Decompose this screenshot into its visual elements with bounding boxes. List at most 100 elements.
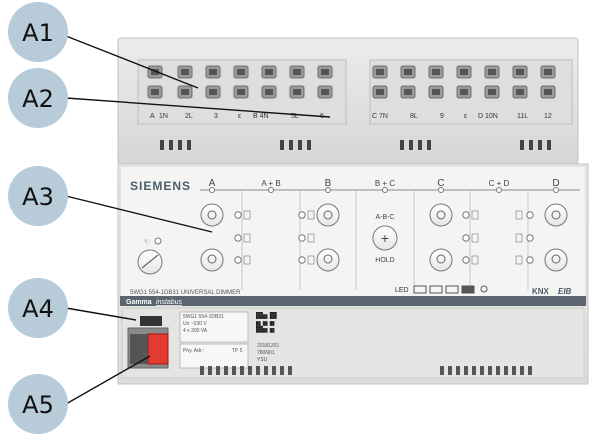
vent-slot bbox=[160, 140, 164, 150]
vent-slot bbox=[208, 366, 212, 375]
status-led bbox=[526, 211, 534, 219]
qr-code bbox=[256, 312, 277, 333]
terminal-screw-slot bbox=[151, 69, 159, 75]
qr-module bbox=[262, 323, 266, 326]
bulb-up-icon bbox=[207, 210, 217, 220]
control-buttons bbox=[200, 203, 568, 272]
qr-module bbox=[258, 323, 261, 326]
qr-module bbox=[262, 316, 266, 319]
bulb-up-icon bbox=[323, 210, 333, 220]
tp-label: TP 5 bbox=[232, 348, 243, 354]
bulb-down-icon bbox=[207, 254, 217, 264]
manual-icon bbox=[141, 254, 159, 269]
vent-slot bbox=[178, 140, 182, 150]
bus-connector-dark bbox=[130, 334, 148, 364]
vent-slot bbox=[298, 140, 302, 150]
vent-slot bbox=[538, 140, 542, 150]
status-led bbox=[526, 234, 534, 242]
callout-label-a3: A3 bbox=[22, 183, 54, 211]
dim-down-button[interactable] bbox=[544, 248, 568, 272]
qr-module bbox=[269, 330, 273, 333]
phy-address-label: Phy. Adr.: bbox=[183, 348, 204, 354]
terminal-screw-slot bbox=[460, 69, 468, 75]
vent-slot bbox=[240, 366, 244, 375]
terminal-screw-slot bbox=[181, 69, 189, 75]
vent-slot bbox=[272, 366, 276, 375]
vent-slot bbox=[418, 140, 422, 150]
status-led bbox=[462, 234, 470, 242]
vent-slot bbox=[280, 366, 284, 375]
dim-up-button[interactable] bbox=[316, 203, 340, 227]
dim-up-button[interactable] bbox=[200, 203, 224, 227]
brand-logo: SIEMENS bbox=[130, 179, 191, 193]
channel-label-c: C bbox=[437, 178, 444, 189]
terminal-screw-slot bbox=[237, 89, 245, 95]
vent-slot bbox=[547, 140, 551, 150]
terminal-screw-slot bbox=[237, 69, 245, 75]
bulb-down-icon bbox=[436, 254, 446, 264]
qr-module bbox=[269, 328, 273, 331]
qr-module bbox=[272, 321, 275, 324]
callout-a3: A3 bbox=[8, 166, 68, 226]
status-led bbox=[234, 211, 242, 219]
vent-slot bbox=[216, 366, 220, 375]
vent-slot bbox=[448, 366, 452, 375]
vent-slot bbox=[289, 140, 293, 150]
terminal-label-a: A bbox=[150, 113, 155, 120]
status-led-symbol-icon bbox=[307, 233, 315, 243]
qr-module bbox=[272, 330, 275, 333]
terminal-label: 12 bbox=[544, 113, 552, 120]
dim-down-button[interactable] bbox=[200, 248, 224, 272]
vent-slot bbox=[187, 140, 191, 150]
terminal-screw-slot bbox=[265, 89, 273, 95]
callout-line-a3 bbox=[65, 195, 213, 233]
bulb-down-icon bbox=[551, 254, 561, 264]
led-legend-icons bbox=[413, 285, 488, 294]
bottom-vent-slots bbox=[200, 366, 532, 375]
qr-module bbox=[258, 325, 261, 329]
terminal-screw-slot bbox=[265, 69, 273, 75]
dim-down-button[interactable] bbox=[316, 248, 340, 272]
bus-connector[interactable] bbox=[147, 333, 169, 365]
qr-module bbox=[260, 328, 263, 331]
qr-module bbox=[258, 321, 261, 324]
date-line1: 20181201 bbox=[257, 343, 279, 349]
dim-down-button[interactable] bbox=[429, 248, 453, 272]
status-led bbox=[526, 256, 534, 264]
dim-up-button[interactable] bbox=[544, 203, 568, 227]
abc-button[interactable] bbox=[372, 225, 398, 251]
qr-module bbox=[256, 316, 259, 319]
channel-labels: A A + B B B + C C C + D D bbox=[209, 178, 560, 189]
qr-module bbox=[260, 316, 263, 319]
qr-module bbox=[262, 328, 266, 331]
qr-module bbox=[265, 330, 268, 333]
terminal-screw-slot bbox=[404, 69, 412, 75]
qr-module bbox=[265, 316, 268, 319]
terminal-label: 8L bbox=[410, 113, 418, 120]
plus-icon: + bbox=[381, 230, 389, 246]
vent-slot bbox=[440, 366, 444, 375]
status-led bbox=[234, 256, 242, 264]
terminal-screw-slot bbox=[404, 89, 412, 95]
vent-slot bbox=[169, 140, 173, 150]
vent-slot bbox=[472, 366, 476, 375]
qr-module bbox=[262, 330, 266, 333]
vent-slot bbox=[496, 366, 500, 375]
qr-module bbox=[258, 330, 261, 333]
callout-lines bbox=[65, 35, 331, 405]
model-label: 5WG1 554-1DB31 UNIVERSAL DIMMER bbox=[130, 290, 241, 296]
qr-module bbox=[269, 312, 273, 315]
qr-module bbox=[262, 321, 266, 324]
qr-module bbox=[269, 323, 273, 326]
terminal-label: C 7N bbox=[372, 113, 388, 120]
status-led-symbol-icon bbox=[307, 255, 315, 265]
channel-node bbox=[438, 187, 444, 193]
terminal-label: 9 bbox=[440, 113, 444, 120]
plate-line3: 4 x 300 VA bbox=[183, 328, 208, 334]
vent-slot bbox=[280, 140, 284, 150]
terminal-screw-slot bbox=[516, 69, 524, 75]
dim-up-button[interactable] bbox=[429, 203, 453, 227]
bulb-up-icon bbox=[551, 210, 561, 220]
vent-slot bbox=[264, 366, 268, 375]
terminal-label: B 4N bbox=[253, 113, 269, 120]
